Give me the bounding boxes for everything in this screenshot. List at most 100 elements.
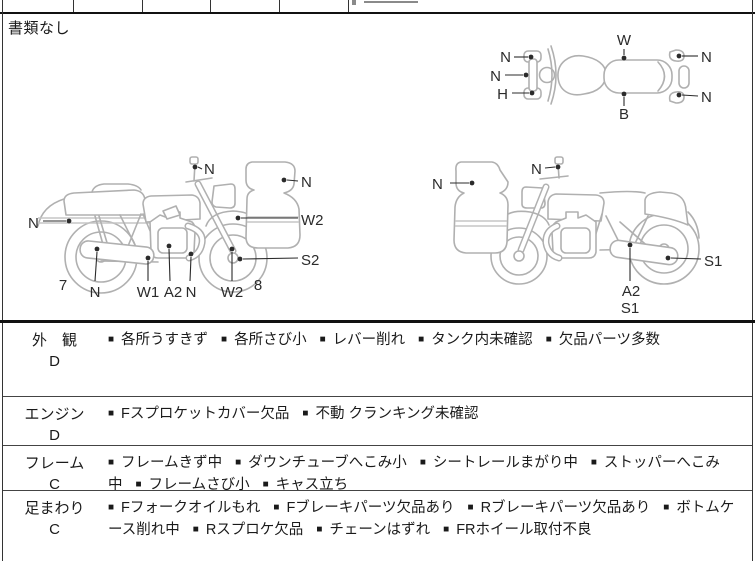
defect-label-s2: S2	[301, 252, 319, 269]
defect-items: ■Fスプロケットカバー欠品 ■不動 クランキング未確認	[106, 397, 752, 426]
motorcycle-left-side-art	[37, 156, 301, 294]
left-side-labels: N N N W2 S2 7 N W1 A2 N W2 8	[28, 161, 324, 301]
defect-label-w2: W2	[301, 212, 324, 229]
defect-label-n: N	[301, 174, 312, 191]
bullet-square-icon: ■	[467, 502, 474, 513]
bullet-square-icon: ■	[443, 524, 450, 535]
sheet-right-border	[752, 0, 753, 561]
table-grid-divider	[142, 0, 143, 12]
defect-label-n: N	[701, 89, 712, 106]
defect-item: ■各所さび小	[221, 332, 307, 348]
defect-item: ■不動 クランキング未確認	[302, 406, 479, 422]
bullet-square-icon: ■	[419, 457, 426, 468]
top-view-labels: W B N N H N N	[490, 32, 712, 123]
defect-item: ■Rスプロケ欠品	[192, 522, 304, 538]
defect-label-s1: S1	[704, 253, 722, 270]
table-grid-divider	[210, 0, 211, 12]
clipped-text-remnant	[352, 0, 356, 5]
defect-items: ■各所うすきず■各所さび小■レバー削れ■タンク内未確認■欠品パーツ多数	[106, 323, 752, 352]
motorcycle-top-view-art	[523, 45, 690, 105]
defect-item: ■キャス立ち	[262, 477, 349, 493]
defect-label-w: W	[617, 32, 632, 49]
defect-label-n: N	[28, 215, 39, 232]
bullet-square-icon: ■	[235, 457, 242, 468]
category-label: 外 観	[31, 332, 77, 349]
defect-label-h: H	[497, 86, 508, 103]
inspection-row-undercarriage: 足まわり C ■Fフォークオイルもれ ■Fブレーキパーツ欠品あり ■Rブレーキパーツ…	[3, 491, 752, 561]
bullet-square-icon: ■	[108, 334, 115, 345]
inspection-row-frame: フレーム C ■フレームきず中■ダウンチューブへこみ小■シートレールまがり中■ス…	[3, 446, 752, 493]
inspection-row-exterior: 外 観 D ■各所うすきず■各所さび小■レバー削れ■タンク内未確認■欠品パーツ多…	[3, 323, 752, 396]
bullet-square-icon: ■	[663, 502, 670, 513]
defect-item: ■FRホイール取付不良	[443, 522, 592, 538]
defect-label-w2: W2	[221, 284, 244, 301]
defect-item: ■Rブレーキパーツ欠品あり	[467, 500, 651, 516]
defect-item: ■タンク内未確認	[418, 332, 533, 348]
defect-label-n: N	[500, 49, 511, 66]
table-grid-divider	[73, 0, 74, 12]
right-side-labels: N N S1 A2 S1	[432, 161, 722, 317]
motorcycle-condition-diagrams: W B N N H N N	[28, 32, 722, 317]
defect-items: ■フレームきず中■ダウンチューブへこみ小■シートレールまがり中■ストッパーへこみ…	[106, 446, 752, 497]
defect-label-n: N	[204, 161, 215, 178]
bullet-square-icon: ■	[108, 408, 115, 419]
motorcycle-right-side-art	[453, 156, 700, 285]
defect-item: ■チェーンはずれ	[316, 522, 431, 538]
defect-items: ■Fフォークオイルもれ ■Fブレーキパーツ欠品あり ■Rブレーキパーツ欠品あり■ボト…	[106, 491, 752, 542]
defect-item: ■ストッパーへこみ中	[108, 455, 720, 493]
defect-item: ■フレームさび小	[135, 477, 250, 493]
defect-label-n: N	[90, 284, 101, 301]
bullet-square-icon: ■	[262, 479, 269, 490]
category-label: フレーム	[24, 455, 85, 472]
clipped-text-remnant	[364, 1, 418, 3]
bullet-square-icon: ■	[319, 334, 326, 345]
defect-item: ■Fスプロケットカバー欠品	[108, 406, 290, 422]
bullet-square-icon: ■	[316, 524, 323, 535]
grade-value: D	[49, 427, 60, 444]
defect-item: ■ダウンチューブへこみ小	[235, 455, 407, 471]
sheet-left-border	[2, 0, 3, 561]
grade-value: C	[49, 476, 60, 493]
wheel-size-label-7: 7	[59, 277, 67, 294]
bullet-square-icon: ■	[418, 334, 425, 345]
grade-value: D	[49, 353, 60, 370]
bullet-square-icon: ■	[108, 502, 115, 513]
defect-label-w1: W1	[137, 284, 160, 301]
defect-label-n: N	[531, 161, 542, 178]
defect-item: ■Fフォークオイルもれ	[108, 500, 261, 516]
wheel-size-label-8: 8	[254, 277, 262, 294]
bullet-square-icon: ■	[302, 408, 309, 419]
table-grid-divider	[279, 0, 280, 12]
row-divider	[3, 445, 752, 446]
defect-label-s1: S1	[621, 300, 639, 317]
defect-item: ■各所うすきず	[108, 332, 209, 348]
bullet-square-icon: ■	[221, 334, 228, 345]
defect-label-b: B	[619, 106, 629, 123]
bullet-square-icon: ■	[590, 457, 597, 468]
documents-status-note: 書類なし	[8, 20, 71, 37]
defect-label-a2: A2	[622, 283, 640, 300]
defect-item: ■ボトムケース削れ中	[108, 500, 735, 538]
table-grid-divider	[348, 0, 349, 12]
defect-label-n: N	[432, 176, 443, 193]
row-divider	[3, 490, 752, 491]
defect-item: ■フレームきず中	[108, 455, 223, 471]
defect-label-n: N	[186, 284, 197, 301]
grade-value: C	[49, 521, 60, 538]
inspection-row-engine: エンジン D ■Fスプロケットカバー欠品 ■不動 クランキング未確認	[3, 397, 752, 445]
table-border	[0, 12, 755, 14]
bullet-square-icon: ■	[135, 479, 142, 490]
category-label: エンジン	[24, 406, 85, 423]
bullet-square-icon: ■	[192, 524, 199, 535]
defect-label-a2: A2	[164, 284, 182, 301]
bullet-square-icon: ■	[273, 502, 280, 513]
category-label: 足まわり	[24, 500, 85, 517]
defect-item: ■レバー削れ	[319, 332, 406, 348]
table-top-border	[0, 320, 755, 323]
row-divider	[3, 396, 752, 397]
defect-item: ■Fブレーキパーツ欠品あり	[273, 500, 455, 516]
defect-label-n: N	[701, 49, 712, 66]
bullet-square-icon: ■	[108, 457, 115, 468]
defect-label-n: N	[490, 68, 501, 85]
